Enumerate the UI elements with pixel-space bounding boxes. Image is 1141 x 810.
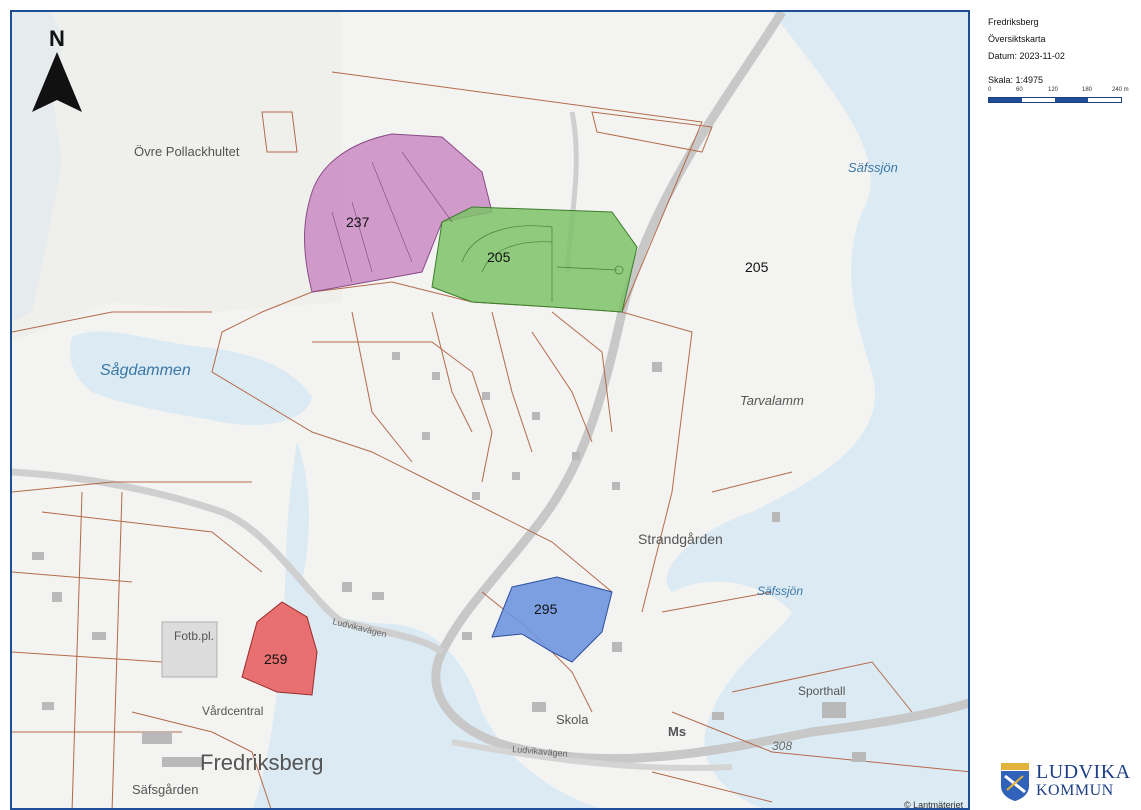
north-arrow: N xyxy=(32,26,82,112)
buildings xyxy=(32,352,866,767)
zone-label-295: 295 xyxy=(534,601,558,617)
label-safssjon-top: Säfssjön xyxy=(848,160,898,175)
scale-tick-180: 180 xyxy=(1082,87,1093,93)
map-frame[interactable]: N 237 205 205 295 259 Övre Pollackhultet… xyxy=(10,10,970,810)
terrain-forest-west xyxy=(12,12,342,342)
label-safsgarden: Säfsgården xyxy=(132,782,199,797)
label-strandgarden: Strandgården xyxy=(638,531,723,547)
scale-tick-0: 0 xyxy=(988,87,992,93)
label-sporthall: Sporthall xyxy=(798,684,845,698)
logo-text: LUDVIKA KOMMUN xyxy=(1036,762,1131,800)
label-tarvalamm: Tarvalamm xyxy=(740,393,804,408)
label-ovre-pollackhultet: Övre Pollackhultet xyxy=(134,144,240,159)
zone-label-205: 205 xyxy=(745,259,769,275)
label-skola: Skola xyxy=(556,712,589,727)
zone-237-details xyxy=(331,151,453,283)
logo-line-1: LUDVIKA xyxy=(1036,761,1131,783)
zone-259[interactable] xyxy=(241,601,318,696)
lower-road xyxy=(451,739,733,771)
scale-tick-60: 60 xyxy=(1016,87,1023,93)
map-info-panel: Fredriksberg Översiktskarta Datum: 2023-… xyxy=(988,14,1138,103)
coat-of-arms-icon xyxy=(1001,763,1029,801)
scale-tick-120: 120 xyxy=(1048,87,1059,93)
water-safssjon xyxy=(666,12,968,808)
label-vardcentral: Vårdcentral xyxy=(202,704,263,718)
north-letter: N xyxy=(49,26,65,51)
ludvikavagen-road xyxy=(12,468,445,655)
scale-tick-240: 240 m xyxy=(1112,87,1129,93)
scale-bar xyxy=(988,97,1122,103)
zone-label-237: 237 xyxy=(346,214,370,230)
water-sagdammen xyxy=(70,331,313,426)
map-canvas[interactable]: N 237 205 205 295 259 Övre Pollackhultet… xyxy=(12,12,970,810)
label-fotb-pl: Fotb.pl. xyxy=(174,629,214,643)
label-ms: Ms xyxy=(668,724,686,739)
label-safssjon-mid: Säfssjön xyxy=(757,584,803,598)
scale-text: Skala: 1:4975 xyxy=(988,75,1044,85)
label-ludvikavagen-2: Ludvikavägen xyxy=(512,744,568,759)
main-road xyxy=(431,12,968,764)
ludvika-kommun-logo: LUDVIKA KOMMUN xyxy=(998,762,1138,802)
label-sagdammen: Sågdammen xyxy=(100,361,191,379)
label-fredriksberg: Fredriksberg xyxy=(200,750,323,775)
water-river xyxy=(253,442,599,808)
zone-label-259: 259 xyxy=(264,651,288,667)
label-road-308: 308 xyxy=(772,739,792,753)
zone-205-green[interactable] xyxy=(431,206,638,313)
scale-ticks: 0 60 120 180 240 m xyxy=(988,87,1138,97)
place-name: Fredriksberg xyxy=(988,17,1039,27)
zone-label-205-green: 205 xyxy=(487,249,511,265)
zone-205-details xyxy=(461,225,624,302)
map-type: Översiktskarta xyxy=(988,34,1046,44)
zone-295[interactable] xyxy=(491,576,613,663)
copyright-text: © Lantmäteriet xyxy=(904,800,964,810)
logo-line-2: KOMMUN xyxy=(1036,782,1114,799)
map-date: Datum: 2023-11-02 xyxy=(988,51,1065,61)
